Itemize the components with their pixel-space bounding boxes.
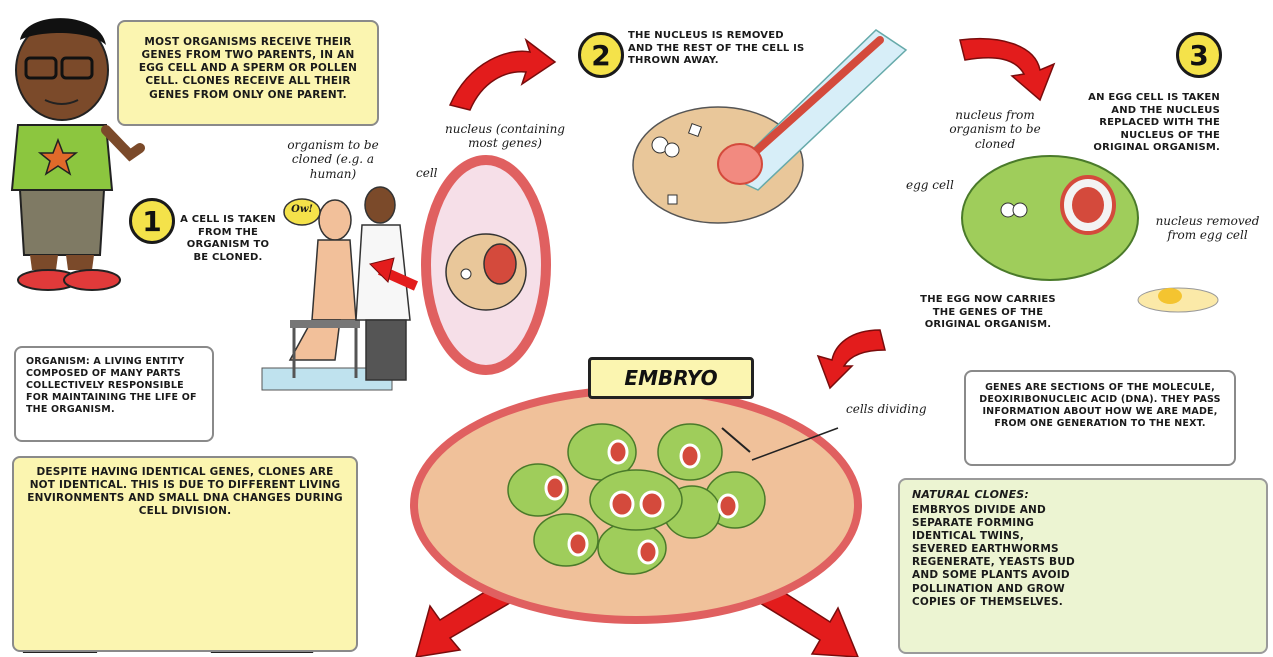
natural-clones-text: Embryos divide and separate forming iden… <box>912 504 1082 609</box>
intro-speech-bubble: Most organisms receive their genes from … <box>117 20 379 126</box>
red-arrow-3 <box>818 330 885 388</box>
step-2-text: The nucleus is removed and the rest of t… <box>628 30 808 68</box>
red-arrow-1 <box>450 40 555 110</box>
egg-carries-text: The egg now carries the genes of the ori… <box>908 294 1068 332</box>
label-egg-cell: egg cell <box>906 178 954 192</box>
clones-note-box: Despite having identical genes, clones a… <box>12 456 358 652</box>
embryo-label: EMBRYO <box>588 357 754 399</box>
step-1-text: A cell is taken from the organism to be … <box>178 214 278 264</box>
organism-definition-box: Organism: A living entity composed of ma… <box>14 346 214 442</box>
step-3-badge: 3 <box>1176 32 1222 78</box>
clones-note-text: Despite having identical genes, clones a… <box>24 466 346 519</box>
doctor-patient-scene <box>262 187 410 390</box>
red-arrow-2 <box>960 39 1054 100</box>
label-ow: Ow! <box>288 204 316 216</box>
label-nucleus-removed: nucleus removed from egg cell <box>1150 214 1265 243</box>
natural-clones-box: Natural clones: Embryos divide and separ… <box>898 478 1268 654</box>
label-nucleus-from-organism: nucleus from organism to be cloned <box>940 108 1050 151</box>
embryo-diagram <box>414 390 858 620</box>
label-organism-to-be-cloned: organism to be cloned (e.g. a human) <box>268 138 398 181</box>
natural-clones-title: Natural clones: <box>912 488 1254 502</box>
label-cells-dividing: cells dividing <box>846 402 927 416</box>
genes-definition-box: Genes are sections of the molecule, Deox… <box>964 370 1236 466</box>
label-nucleus-genes: nucleus (containing most genes) <box>440 122 570 151</box>
step-2-badge: 2 <box>578 32 624 78</box>
label-cell: cell <box>416 166 438 180</box>
step-3-text: An egg cell is taken and the nucleus rep… <box>1070 92 1220 155</box>
step-1-badge: 1 <box>129 198 175 244</box>
